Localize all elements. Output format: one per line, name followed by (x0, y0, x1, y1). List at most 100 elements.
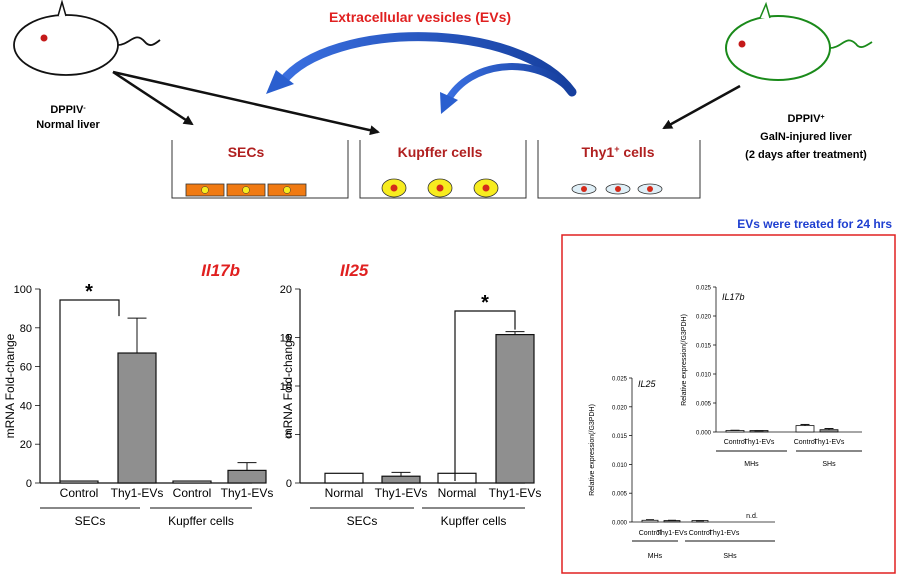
group-label: SECs (347, 514, 378, 528)
y-tick-label: 60 (20, 362, 32, 374)
x-tick-label: Control (639, 530, 662, 537)
well-label: Kupffer cells (398, 144, 483, 160)
thy1-cells (571, 183, 663, 195)
bar (495, 333, 535, 484)
y-tick-label: 0.005 (696, 402, 712, 408)
bar (59, 480, 99, 484)
donor-right-timing: (2 days after treatment) (745, 149, 867, 161)
y-tick-label: 80 (20, 323, 32, 335)
x-tick-label: Thy1-EVs (657, 530, 688, 537)
bar (819, 429, 839, 433)
mouse-icon (13, 0, 161, 76)
well-thy1: Thy1+ cells (537, 140, 701, 199)
significance-star: * (481, 292, 489, 314)
bar (381, 475, 421, 484)
group-label: SECs (75, 514, 106, 528)
y-tick-label: 20 (280, 284, 292, 296)
y-tick-label: 0.020 (612, 405, 628, 411)
chart-title: Il25 (340, 261, 369, 280)
significance-star: * (85, 281, 93, 303)
y-tick-label: 0.010 (612, 463, 628, 469)
y-tick-label: 100 (14, 284, 32, 296)
bar (641, 519, 659, 523)
kupffer-cells (381, 178, 499, 198)
y-axis-label: mRNA Fold-change (3, 333, 17, 438)
x-tick-label: Thy1-EVs (814, 439, 845, 446)
well-label: Thy1+ cells (582, 144, 655, 160)
treatment-note: EVs were treated for 24 hrs (737, 217, 892, 231)
ev-title: Extracellular vesicles (EVs) (329, 9, 511, 25)
y-axis-label: Relative expression(/G3PDH) (681, 314, 688, 406)
in-vitro-panel-frame (561, 234, 896, 574)
y-tick-label: 15 (280, 333, 292, 345)
x-tick-label: Control (724, 439, 747, 446)
x-tick-label: Thy1-EVs (111, 486, 164, 500)
group-label: SHs (723, 553, 737, 560)
annotation-nd: n.d. (746, 513, 758, 520)
mouse-icon (725, 1, 873, 81)
well-label: SECs (228, 144, 265, 160)
chart-title: IL25 (638, 379, 657, 389)
y-tick-label: 0.000 (696, 431, 712, 437)
well-kupffer: Kupffer cells (359, 140, 527, 199)
x-tick-label: Control (60, 486, 99, 500)
y-tick-label: 0 (26, 478, 32, 490)
y-tick-label: 0 (286, 478, 292, 490)
y-axis-label: Relative expression(/G3PDH) (589, 404, 596, 496)
y-tick-label: 0.015 (612, 434, 628, 440)
bar (437, 472, 477, 484)
well-secs: SECs (171, 140, 349, 199)
donor-right-label: DPPIV+ (787, 113, 824, 125)
group-label: Kupffer cells (441, 514, 507, 528)
chart-title: IL17b (722, 292, 745, 302)
x-tick-label: Control (689, 530, 712, 537)
bar (324, 472, 364, 484)
chart-0: Il17b mRNA Fold-change 0 20 40 60 80 100Control… (3, 261, 273, 528)
group-label: SHs (822, 461, 836, 468)
donor-left-sublabel: Normal liver (36, 119, 100, 131)
x-tick-label: Control (794, 439, 817, 446)
y-tick-label: 0.000 (612, 521, 628, 527)
y-tick-label: 5 (286, 430, 292, 442)
significance-bracket (454, 310, 516, 481)
x-tick-label: Thy1-EVs (375, 486, 428, 500)
bar (117, 352, 157, 484)
y-tick-label: 0.020 (696, 315, 712, 321)
y-axis-label: mRNA Fold-change (281, 333, 295, 438)
y-tick-label: 0.025 (696, 286, 712, 292)
y-tick-label: 0.005 (612, 492, 628, 498)
significance-bracket (59, 299, 120, 481)
y-tick-label: 40 (20, 400, 32, 412)
donor-right-sublabel: GalN-injured liver (760, 131, 852, 143)
x-tick-label: Normal (325, 486, 364, 500)
y-tick-label: 0.010 (696, 373, 712, 379)
ev-arrow-large (266, 32, 577, 97)
y-tick-label: 10 (280, 381, 292, 393)
bar (795, 425, 815, 433)
sec-cells (185, 183, 307, 197)
arrow-to-kupffer (112, 70, 380, 136)
arrow-to-thy1 (662, 84, 741, 130)
x-tick-label: Thy1-EVs (744, 439, 775, 446)
group-label: Kupffer cells (168, 514, 234, 528)
x-tick-label: Control (173, 486, 212, 500)
group-label: MHs (744, 461, 759, 468)
group-label: MHs (648, 553, 663, 560)
chart-title: Il17b (201, 261, 240, 280)
x-tick-label: Thy1-EVs (221, 486, 274, 500)
y-tick-label: 20 (20, 439, 32, 451)
y-tick-label: 0.025 (612, 377, 628, 383)
bar (172, 480, 212, 484)
arrow-to-secs (112, 70, 194, 126)
y-tick-label: 0.015 (696, 344, 712, 350)
bar (227, 469, 267, 484)
x-tick-label: Thy1-EVs (489, 486, 542, 500)
x-tick-label: Thy1-EVs (709, 530, 740, 537)
x-tick-label: Normal (438, 486, 477, 500)
ev-arrow-small (440, 63, 570, 114)
